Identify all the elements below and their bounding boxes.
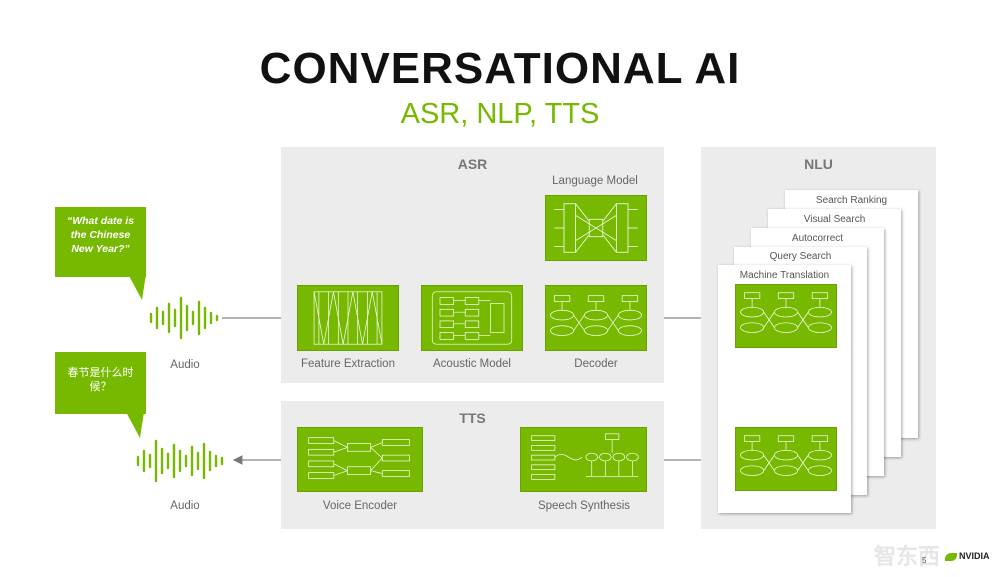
nlu-card-query-search-label: Query Search (769, 251, 832, 262)
input-speech-bubble: “What date is the Chinese New Year?” (55, 207, 146, 277)
decoder-graphic (550, 295, 642, 336)
nlu-decoder-graphic (740, 435, 832, 476)
output-speech-bubble: 春节是什么时候？ (55, 352, 146, 414)
output-bubble-tail (126, 412, 144, 438)
feature-extraction-label: Feature Extraction (301, 358, 395, 370)
decoder-label: Decoder (574, 358, 618, 370)
nlu-panel-title: NLU (804, 156, 833, 172)
tts-panel-title: TTS (459, 410, 486, 426)
acoustic-model-label: Acoustic Model (433, 358, 511, 370)
voice-encoder-graphic (308, 437, 410, 479)
language-model-graphic (554, 203, 638, 253)
input-audio-label: Audio (170, 359, 200, 371)
language-model-box (545, 195, 647, 261)
asr-panel-title: ASR (457, 156, 488, 172)
output-waveform-icon (136, 439, 224, 483)
input-waveform-icon (149, 296, 219, 340)
voice-encoder-label: Voice Encoder (322, 500, 398, 512)
voice-encoder-box (297, 427, 423, 492)
acoustic-model-box (421, 285, 523, 351)
slide-title: CONVERSATIONAL AI (259, 44, 741, 93)
nlu-encoder-box (735, 284, 837, 348)
acoustic-model-graphic (431, 291, 513, 345)
output-audio-label: Audio (170, 500, 200, 512)
page-number: 5 (922, 556, 927, 565)
nlu-card-search-ranking-label: Search Ranking (815, 195, 888, 206)
decoder-box (545, 285, 647, 351)
speech-synthesis-label: Speech Synthesis (537, 500, 631, 512)
nlu-encoder-graphic (740, 292, 832, 333)
watermark-text: 智东西 (873, 544, 940, 569)
nlu-card-visual-search-label: Visual Search (803, 214, 866, 225)
nvidia-logo-text: NVIDIA (959, 551, 990, 561)
nvidia-eye-icon (945, 552, 957, 561)
input-bubble-tail (128, 274, 146, 300)
nlu-card-autocorrect-label: Autocorrect (791, 233, 844, 244)
language-model-label: Language Model (552, 175, 638, 187)
feature-extraction-graphic (313, 291, 383, 345)
nlu-decoder-box (735, 427, 837, 491)
feature-extraction-box (297, 285, 399, 351)
slide-subtitle: ASR, NLP, TTS (400, 98, 600, 130)
speech-synthesis-graphic (531, 433, 639, 480)
nlu-card-machine-translation-label: Machine Translation (739, 270, 830, 281)
nvidia-logo: NVIDIA (945, 551, 990, 561)
speech-synthesis-box (520, 427, 647, 492)
